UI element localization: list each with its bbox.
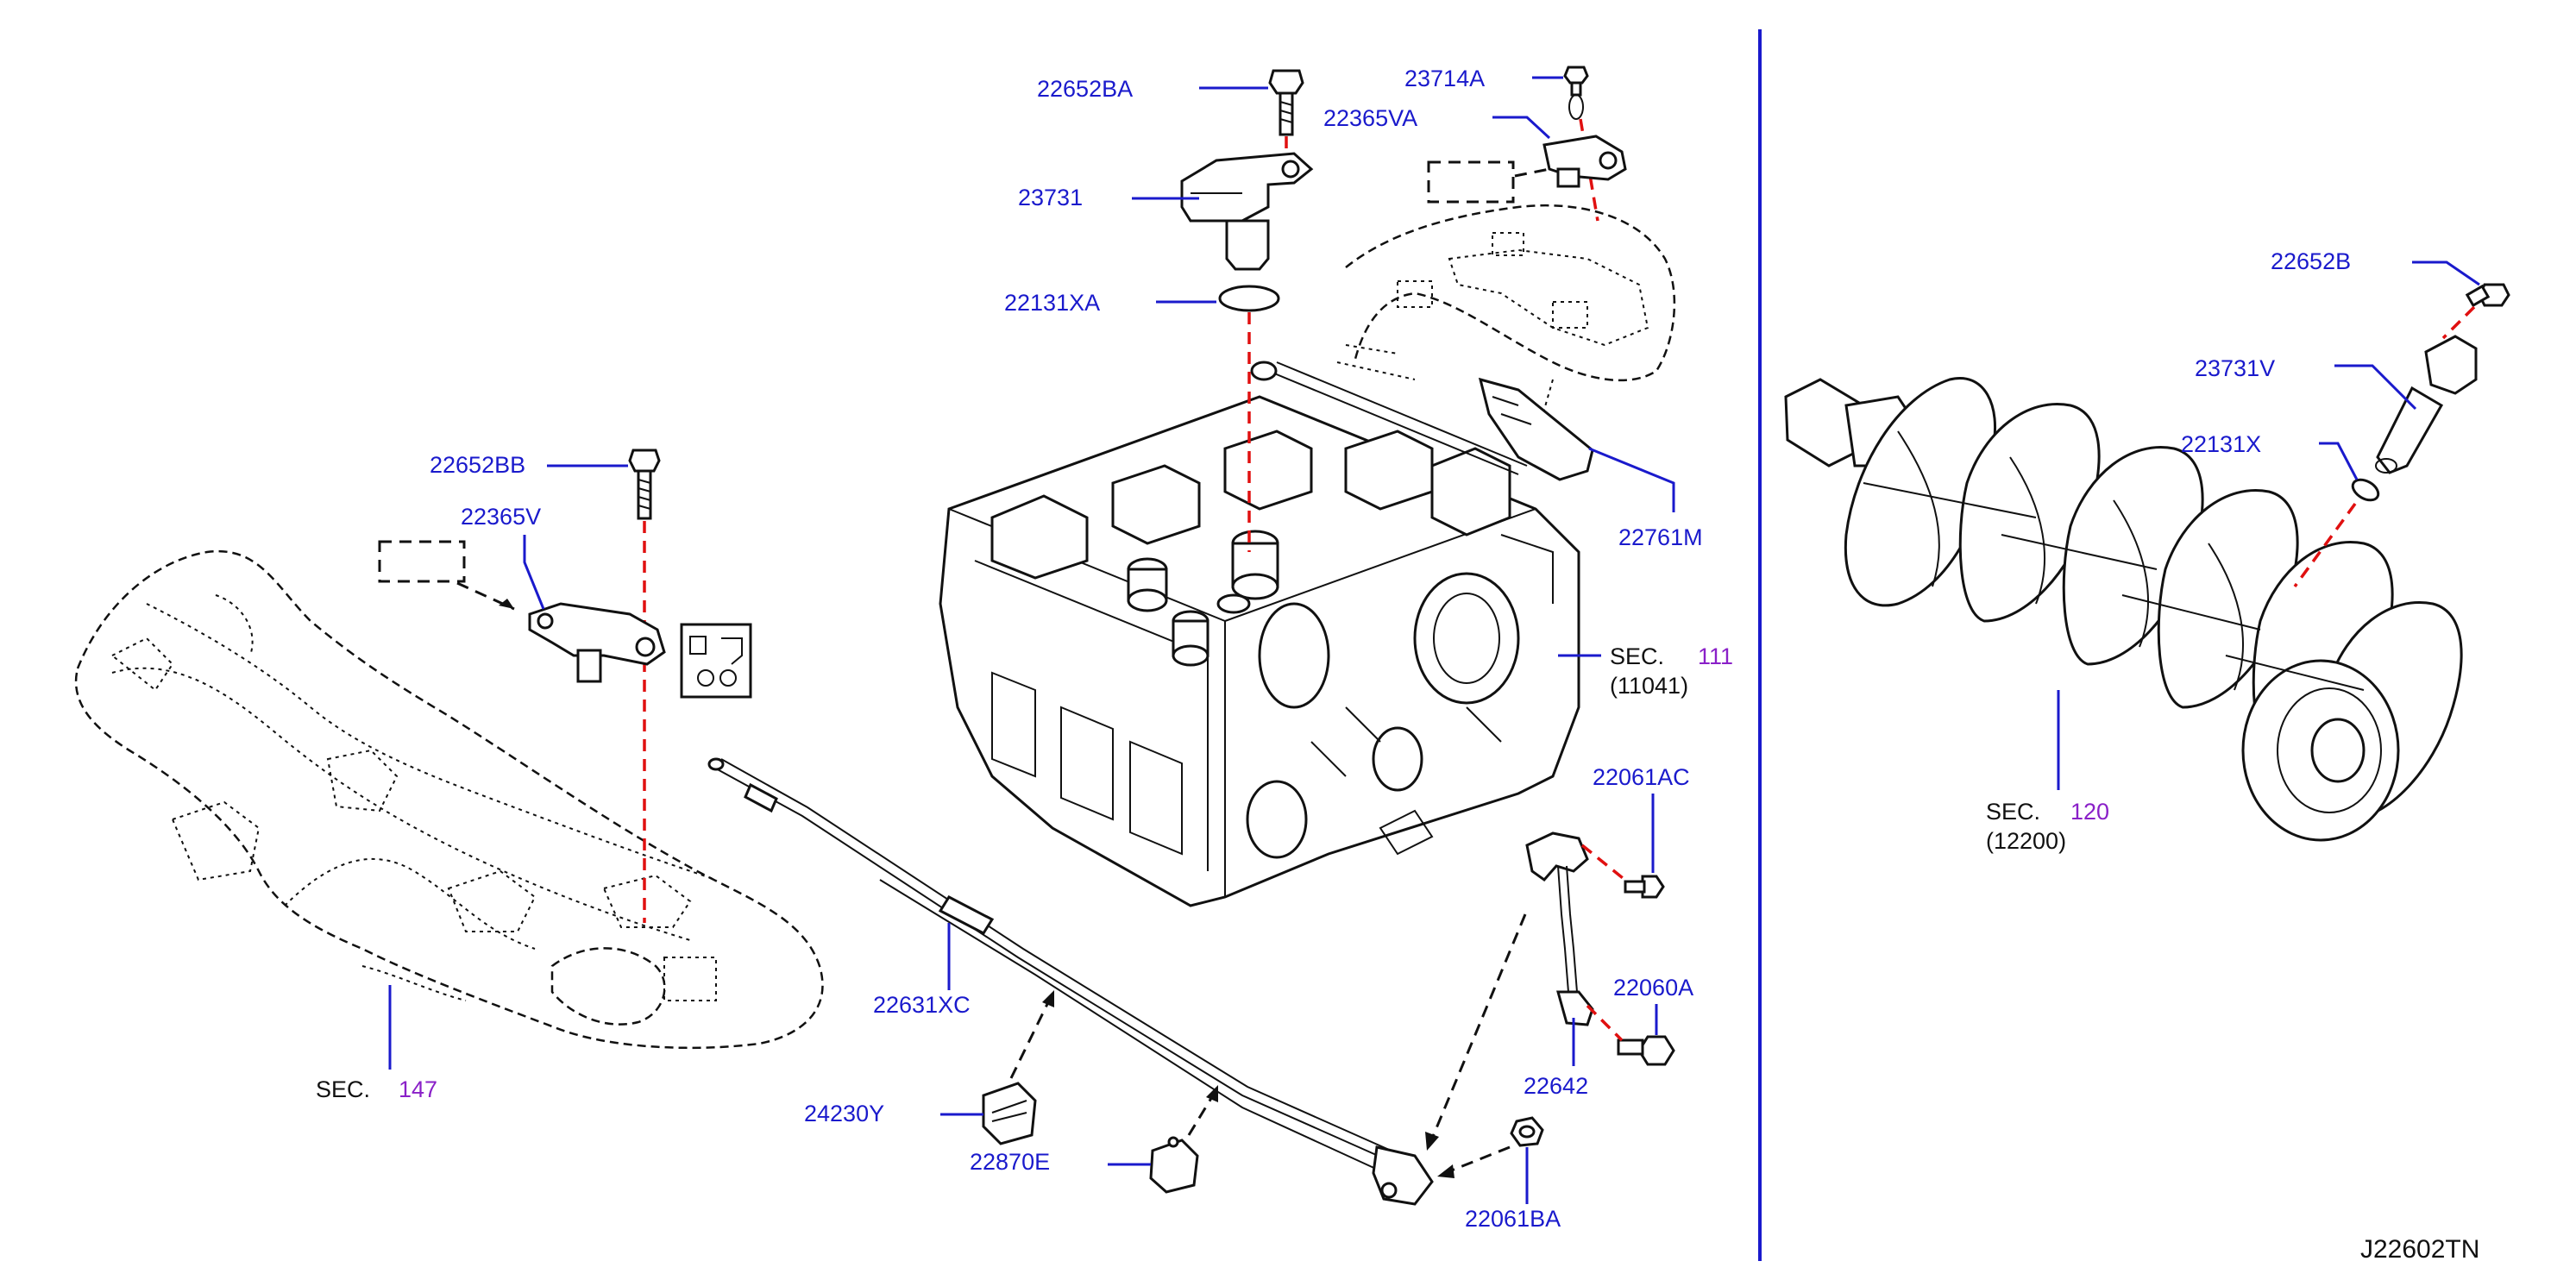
- sensor-22365V[interactable]: [528, 602, 666, 683]
- align-line-22131X: [2293, 502, 2357, 588]
- label-22061BA: 22061BA: [1465, 1206, 1561, 1232]
- connector-ref-box-22365V: [378, 540, 466, 583]
- label-22365VA: 22365VA: [1323, 105, 1417, 131]
- nut-22061BA[interactable]: [1510, 1116, 1544, 1147]
- ref-arrowhead-22061BA: [1437, 1164, 1454, 1178]
- label-23731: 23731: [1018, 185, 1083, 210]
- label-22870E: 22870E: [970, 1149, 1050, 1175]
- label-24230Y: 24230Y: [804, 1101, 884, 1126]
- sub-harness-22631XC[interactable]: [707, 757, 1434, 1206]
- label-22365V: 22365V: [461, 504, 541, 530]
- align-line-22652B: [2441, 305, 2476, 340]
- sensor-23731[interactable]: [1180, 152, 1314, 271]
- ref-arrowhead-24230Y: [1042, 990, 1054, 1007]
- label-22652BA: 22652BA: [1037, 76, 1133, 102]
- sec-111-prefix: SEC.: [1610, 643, 1664, 669]
- washer-23714A: [1568, 94, 1584, 120]
- bolt-22060A[interactable]: [1617, 1035, 1675, 1066]
- label-22652B: 22652B: [2271, 248, 2351, 274]
- align-line-22061AC: [1580, 844, 1629, 883]
- label-23731V: 23731V: [2195, 355, 2275, 381]
- leader-22365VA: [1492, 116, 1551, 140]
- o-ring-22131X[interactable]: [2349, 475, 2382, 504]
- bolt-22061AC[interactable]: [1624, 875, 1665, 899]
- sec-147-prefix: SEC.: [316, 1076, 370, 1102]
- align-line-22060A: [1586, 1004, 1624, 1042]
- leader-22652B: [2412, 260, 2480, 286]
- sensor-22365VA[interactable]: [1542, 135, 1627, 188]
- bolt-23714A[interactable]: [1563, 66, 1589, 97]
- bolt-22652B[interactable]: [2465, 283, 2510, 308]
- ref-arrow-24230Y: [1009, 1000, 1051, 1079]
- sec-120-number: 120: [2070, 799, 2109, 825]
- bracket-22761M[interactable]: [1478, 377, 1594, 481]
- leader-22761M: [1588, 447, 1675, 512]
- connector-ref-box-22365VA: [1427, 160, 1515, 204]
- label-22652BB: 22652BB: [430, 452, 525, 478]
- ref-arrowhead-22870E: [1206, 1085, 1218, 1102]
- bolt-22652BB[interactable]: [628, 449, 661, 520]
- ref-arrow-22365V: [456, 581, 515, 611]
- cylinder-head: [939, 361, 1580, 907]
- sec-111-number: 111: [1698, 643, 1733, 669]
- diagram-code: J22602TN: [2360, 1235, 2479, 1264]
- ref-arrow-22365VA: [1514, 167, 1550, 178]
- label-22060A: 22060A: [1613, 975, 1693, 1001]
- transmission-housing-outline: [74, 549, 824, 1050]
- engine-harness-outline: [1336, 204, 1676, 441]
- label-22131X: 22131X: [2181, 431, 2261, 457]
- o-ring-22131XA[interactable]: [1218, 285, 1280, 312]
- bolt-22652BA[interactable]: [1268, 69, 1304, 136]
- label-22761M: 22761M: [1618, 524, 1703, 550]
- wire-22642[interactable]: [1425, 831, 1594, 1151]
- label-22631XC: 22631XC: [873, 992, 971, 1018]
- ref-arrow-22870E: [1187, 1095, 1215, 1136]
- sensor-23731V[interactable]: [2375, 335, 2478, 474]
- sec-111-sub: (11041): [1610, 673, 1688, 699]
- label-22061AC: 22061AC: [1593, 764, 1690, 790]
- ref-arrow-22061BA: [1448, 1145, 1511, 1173]
- label-22642: 22642: [1524, 1073, 1588, 1099]
- leader-23731V: [2334, 364, 2417, 411]
- sec-120-sub: (12200): [1986, 828, 2066, 854]
- clip-22870E[interactable]: [1149, 1136, 1199, 1194]
- sec-120-prefix: SEC.: [1986, 799, 2040, 825]
- ref-arrowhead-22365V: [499, 599, 514, 609]
- sec-147-number: 147: [399, 1076, 437, 1102]
- leader-22131X: [2319, 442, 2359, 480]
- crankshaft: [1784, 377, 2463, 842]
- connector-symbol-icon: [680, 623, 752, 699]
- label-22131XA: 22131XA: [1004, 290, 1100, 316]
- label-23714A: 23714A: [1404, 66, 1485, 91]
- leader-22365V: [523, 535, 545, 610]
- clip-24230Y[interactable]: [982, 1082, 1037, 1145]
